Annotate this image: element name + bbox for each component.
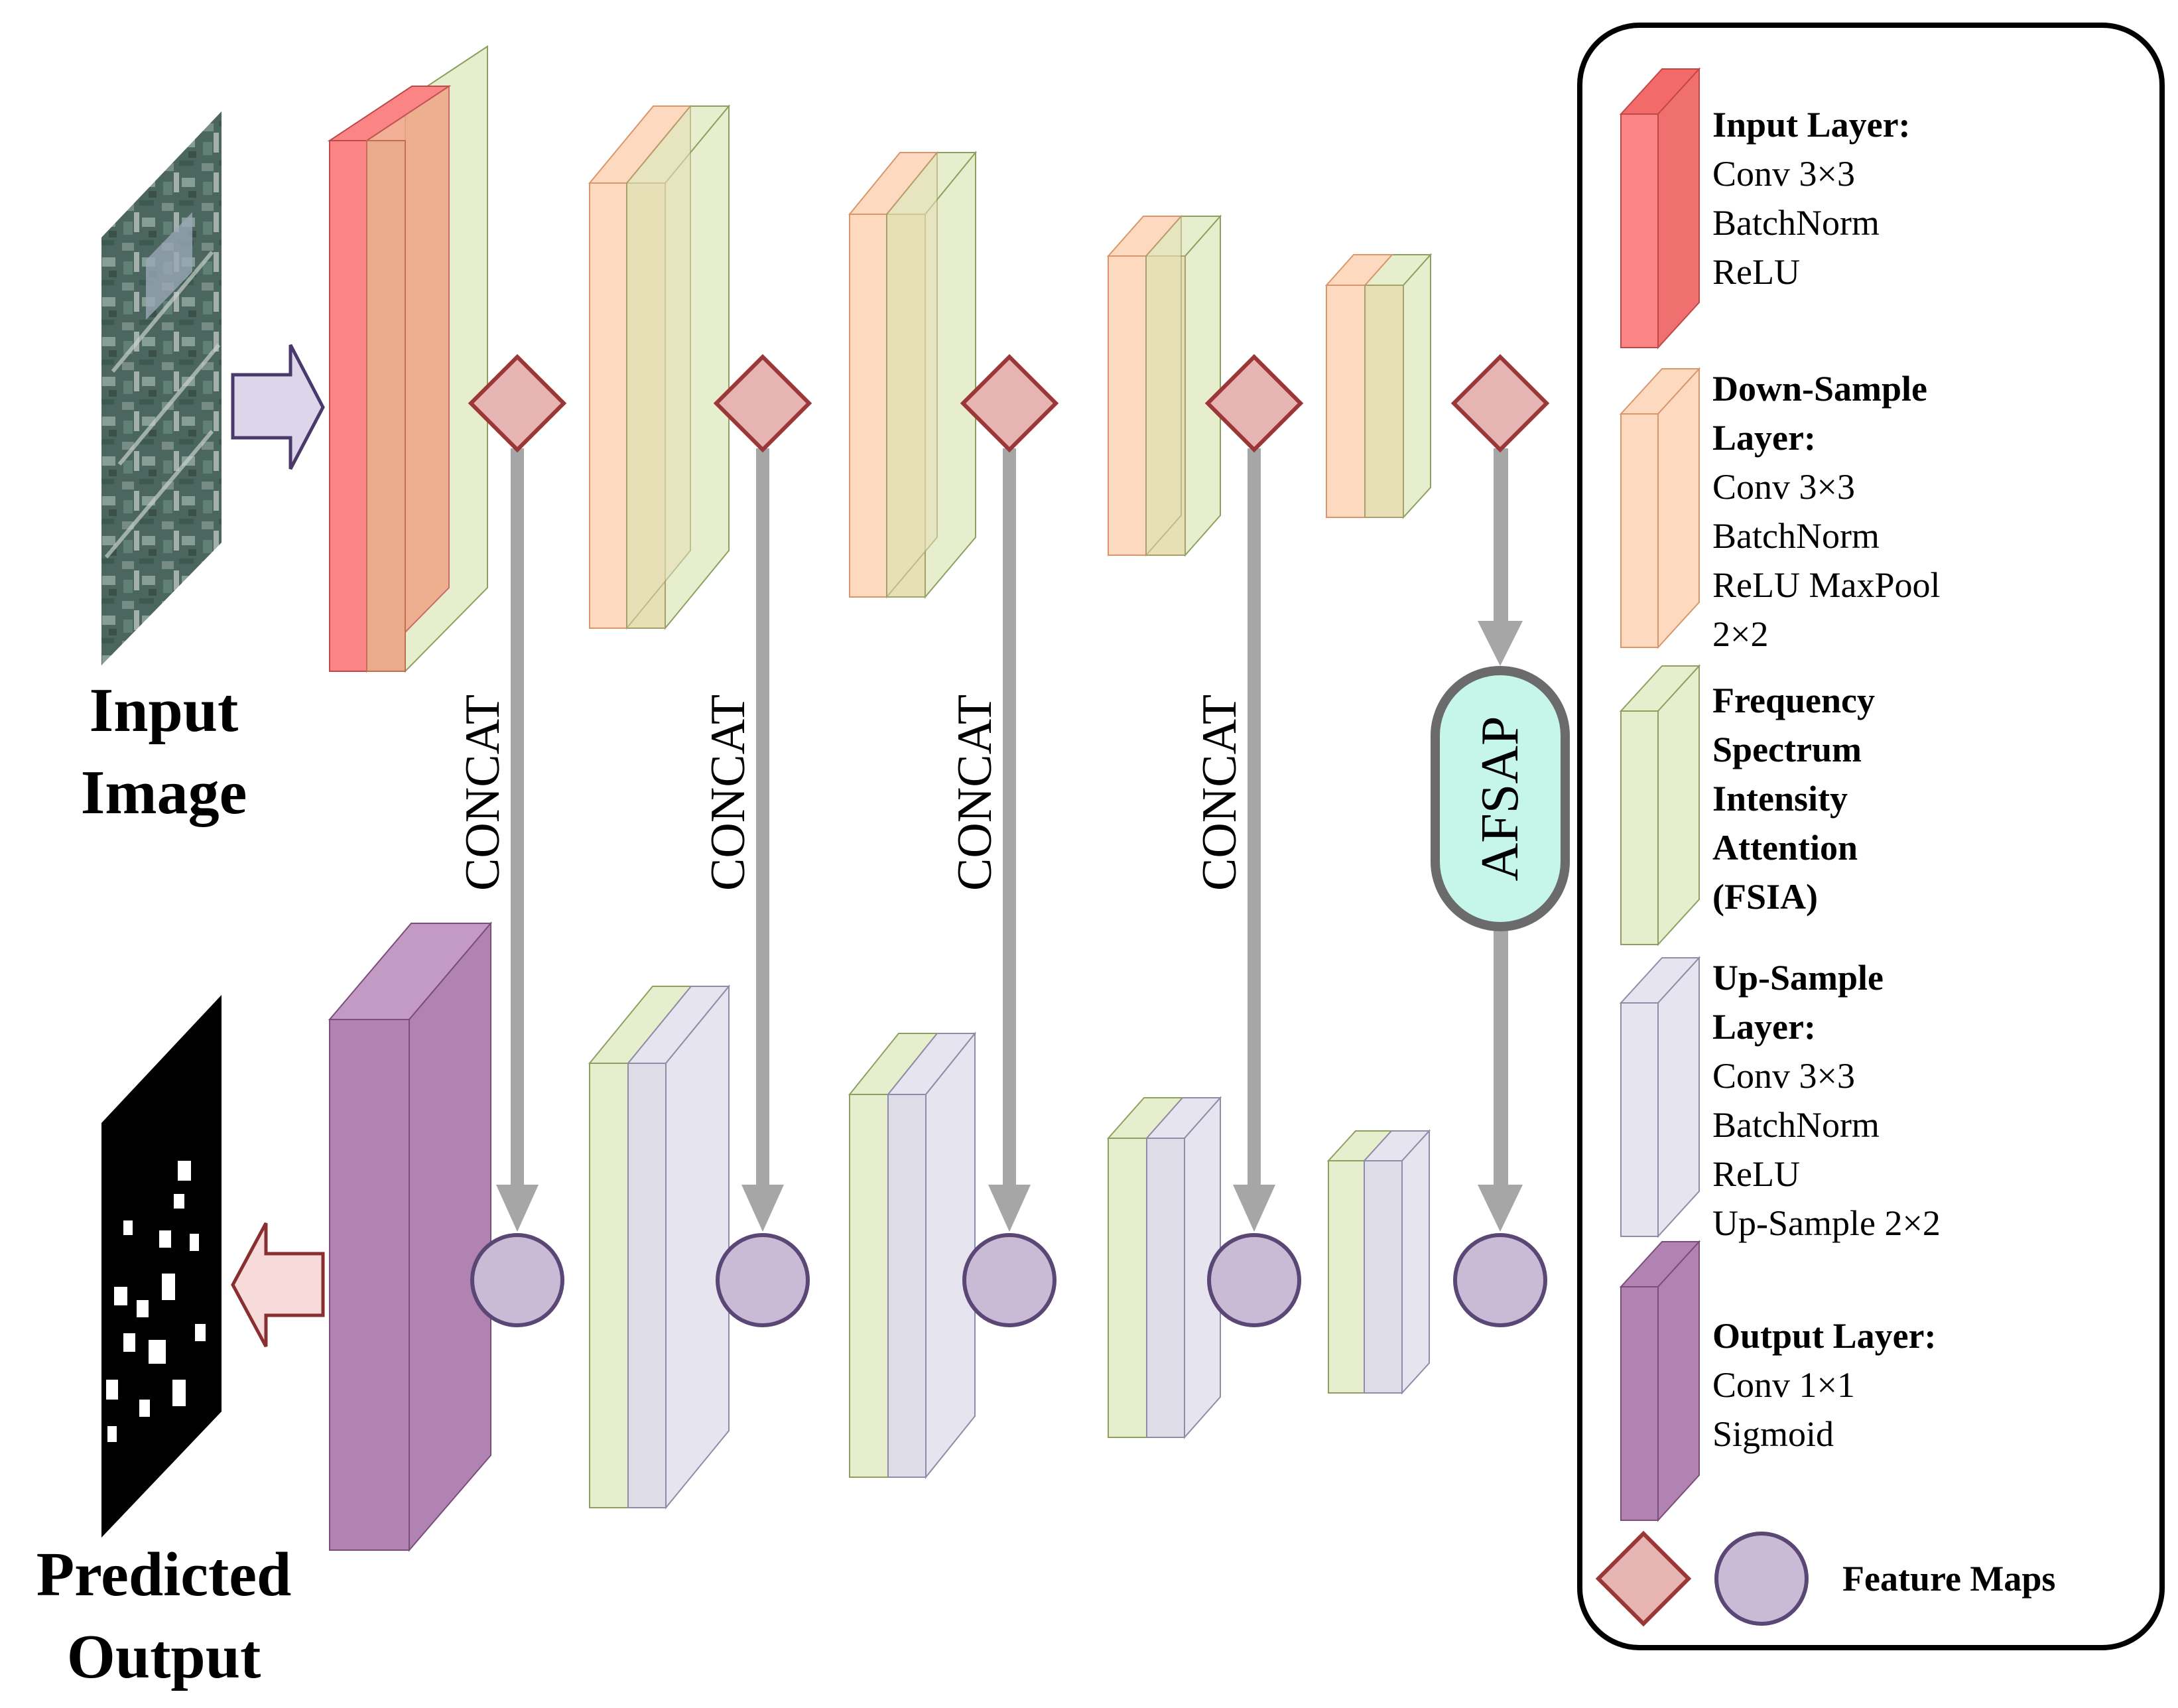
concat-label-2: CONCAT [701,694,755,891]
skip-connection-1 [496,448,539,1232]
feature-map-diamond-2 [713,354,812,453]
feature-map-circle-1 [470,1233,564,1327]
predicted-output-image [101,995,222,1538]
legend-up-title-2: Layer: [1712,1007,1816,1047]
predicted-output-label-1: Predicted [36,1540,292,1609]
feature-map-diamond-5 [1450,354,1550,453]
input-arrow-icon [231,344,325,470]
encoder-block-4 [1106,214,1222,557]
legend-up-title-1: Up-Sample [1712,958,1884,998]
legend-input-line-2: BatchNorm [1712,203,1880,243]
legend-output-line-1: Conv 1×1 [1712,1365,1855,1405]
legend-input-line-1: Conv 3×3 [1712,154,1855,194]
legend-up-sample-swatch [1619,956,1701,1238]
legend-down-title-1: Down-Sample [1712,369,1927,409]
legend-fsia-title-5: (FSIA) [1712,877,1818,917]
decoder-output-layer [328,921,493,1552]
afsap-label: AFSAP [1471,716,1529,881]
predicted-output-label-2: Output [67,1622,261,1691]
legend-circle-icon [1714,1532,1809,1626]
afsap-module [1431,666,1570,931]
legend-input-title: Input Layer: [1712,105,1911,145]
output-arrow-icon [231,1222,325,1348]
bottleneck-connection [1478,448,1523,1232]
input-image-label-1: Input [90,676,239,745]
legend-output-title: Output Layer: [1712,1316,1937,1356]
legend-output-swatch [1619,1240,1701,1522]
legend-fsia-title-3: Intensity [1712,779,1848,819]
legend-up-line-2: BatchNorm [1712,1105,1880,1145]
feature-map-diamond-3 [960,354,1059,453]
skip-connection-3 [988,448,1031,1232]
legend-down-line-1: Conv 3×3 [1712,467,1855,507]
encoder-block-1 [327,45,488,673]
legend-fsia-title-1: Frequency [1712,681,1875,720]
decoder-block-4 [1106,1096,1222,1439]
decoder-block-3 [848,1031,977,1479]
legend-fsia-title-2: Spectrum [1712,730,1862,769]
legend-down-line-3: ReLU MaxPool [1712,565,1941,605]
feature-map-diamond-1 [468,354,567,453]
encoder-block-5 [1324,253,1433,519]
skip-connection-4 [1233,448,1275,1232]
legend-down-line-2: BatchNorm [1712,516,1880,556]
legend-panel: Input Layer: Conv 3×3 BatchNorm ReLU Dow… [1577,23,2165,1650]
legend-feature-maps-label: Feature Maps [1842,1559,2055,1599]
legend-down-sample-swatch [1619,367,1701,649]
legend-fsia-swatch [1619,664,1701,947]
decoder-block-5 [1326,1129,1431,1395]
legend-input-line-3: ReLU [1712,252,1800,292]
legend-down-line-4: 2×2 [1712,614,1768,654]
feature-map-circle-5 [1453,1233,1547,1327]
legend-up-line-4: Up-Sample 2×2 [1712,1203,1941,1243]
encoder-block-2 [588,104,731,630]
decoder-block-2 [588,984,731,1510]
feature-map-circle-4 [1207,1233,1301,1327]
legend-input-swatch [1619,67,1701,350]
legend-output-line-2: Sigmoid [1712,1414,1834,1454]
feature-map-circle-3 [962,1233,1057,1327]
concat-label-4: CONCAT [1192,694,1247,891]
legend-fsia-title-4: Attention [1712,828,1858,868]
encoder-block-3 [848,151,978,599]
feature-map-circle-2 [716,1233,810,1327]
legend-up-line-3: ReLU [1712,1154,1800,1194]
input-image-label-2: Image [81,758,247,827]
feature-map-diamond-4 [1204,354,1304,453]
concat-label-1: CONCAT [456,694,510,891]
legend-diamond-icon [1595,1530,1692,1627]
concat-label-3: CONCAT [948,694,1002,891]
input-image [101,111,222,665]
skip-connection-2 [741,448,784,1232]
legend-down-title-2: Layer: [1712,418,1816,458]
legend-up-line-1: Conv 3×3 [1712,1056,1855,1096]
